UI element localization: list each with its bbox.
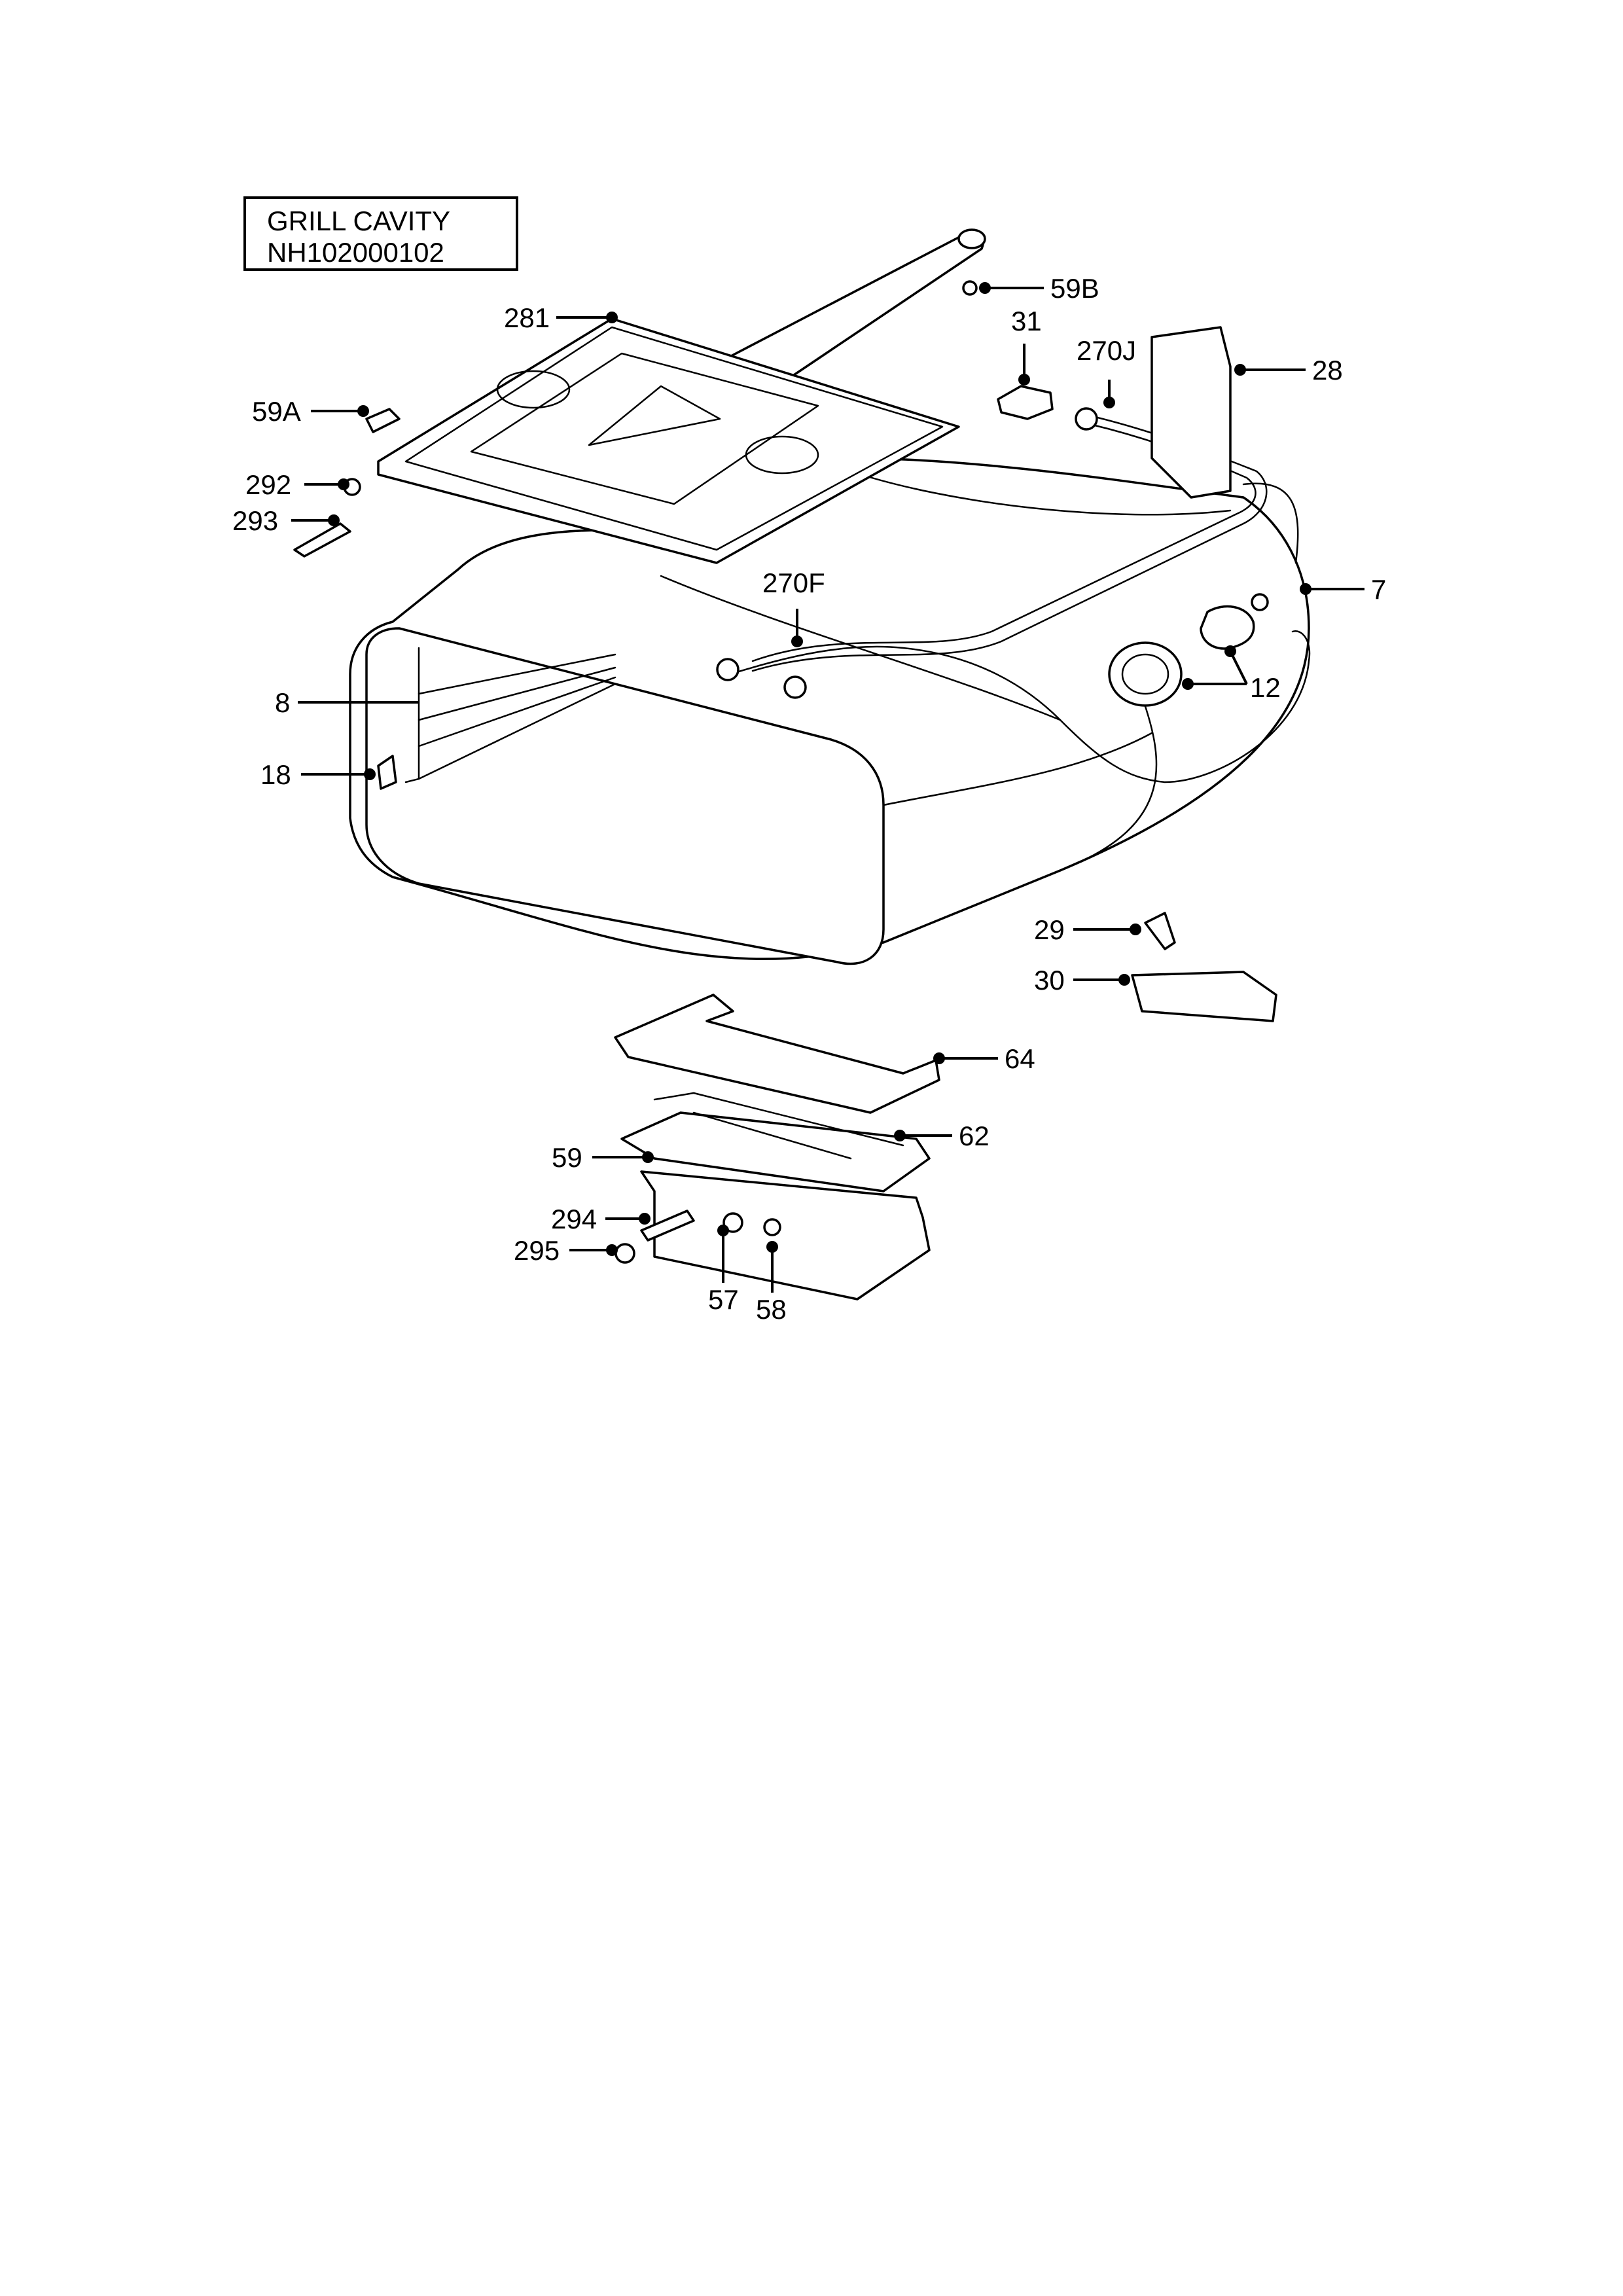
- callout-label-64: 64: [1005, 1043, 1035, 1074]
- callout-label-58: 58: [756, 1294, 787, 1325]
- elbow-connector: [997, 385, 1054, 420]
- callout-label-294: 294: [551, 1204, 597, 1234]
- callout-label-29: 29: [1034, 914, 1065, 945]
- thermocouple-293: [293, 522, 351, 558]
- callout-label-59: 59: [552, 1142, 582, 1173]
- callout-292: 292: [245, 469, 349, 500]
- callout-label-295: 295: [514, 1235, 560, 1266]
- thermocouple-294: [640, 1210, 695, 1242]
- callout-295: 295: [514, 1235, 618, 1266]
- callout-label-281: 281: [504, 302, 550, 333]
- callout-64: 64: [933, 1043, 1035, 1074]
- bracket-plate: [1131, 971, 1277, 1022]
- callout-label-62: 62: [959, 1121, 990, 1151]
- callout-270F: 270F: [762, 567, 825, 647]
- top-plate-assembly: [377, 228, 986, 564]
- nut-295: [615, 1243, 635, 1264]
- callout-31: 31: [1011, 306, 1042, 386]
- screw-59b: [962, 280, 978, 296]
- callout-label-8: 8: [275, 687, 290, 718]
- burner-base-tray: [640, 1170, 931, 1300]
- lamp-assembly: [1108, 593, 1269, 707]
- callout-label-30: 30: [1034, 965, 1065, 996]
- vertical-bracket: [1150, 326, 1232, 499]
- thermocouple-clip: [1144, 912, 1176, 950]
- title-line-1: GRILL CAVITY: [267, 206, 451, 236]
- callout-7: 7: [1300, 574, 1386, 605]
- callout-label-31: 31: [1011, 306, 1042, 336]
- callout-30: 30: [1034, 965, 1130, 996]
- callout-270J: 270J: [1077, 335, 1136, 408]
- shelf-rack: [404, 647, 616, 783]
- callout-label-59A: 59A: [252, 396, 301, 427]
- callout-label-270F: 270F: [762, 567, 825, 598]
- callout-281: 281: [504, 302, 618, 333]
- shelf-clip: [377, 755, 397, 790]
- callout-label-12: 12: [1250, 672, 1281, 703]
- grill-cavity-body: [349, 457, 1310, 965]
- callout-59B: 59B: [979, 273, 1099, 304]
- callout-28: 28: [1234, 355, 1343, 386]
- callout-label-18: 18: [260, 759, 291, 790]
- callout-58: 58: [756, 1241, 787, 1325]
- callout-62: 62: [894, 1121, 990, 1151]
- pipe-nut-fittings: [716, 407, 1098, 699]
- callout-59: 59: [552, 1142, 654, 1173]
- title-line-2: NH102000102: [267, 237, 444, 268]
- callout-59A: 59A: [252, 396, 369, 427]
- callout-8: 8: [275, 687, 419, 718]
- callout-12: 12: [1182, 645, 1281, 703]
- callout-29: 29: [1034, 914, 1141, 945]
- callout-label-292: 292: [245, 469, 291, 500]
- injector-57: [722, 1212, 743, 1233]
- washer-58: [763, 1218, 781, 1236]
- deflector-plate: [614, 994, 940, 1114]
- callout-293: 293: [232, 505, 340, 536]
- callout-label-7: 7: [1371, 574, 1386, 605]
- callout-label-293: 293: [232, 505, 278, 536]
- electrode-59a: [365, 408, 401, 433]
- burner-assembly: [620, 1092, 931, 1193]
- callout-label-28: 28: [1312, 355, 1343, 386]
- callout-57: 57: [708, 1225, 739, 1315]
- callout-label-59B: 59B: [1050, 273, 1099, 304]
- callout-label-270J: 270J: [1077, 335, 1136, 366]
- callout-18: 18: [260, 759, 376, 790]
- callout-label-57: 57: [708, 1284, 739, 1315]
- callout-294: 294: [551, 1204, 651, 1234]
- title-box: GRILL CAVITY NH102000102: [243, 196, 518, 271]
